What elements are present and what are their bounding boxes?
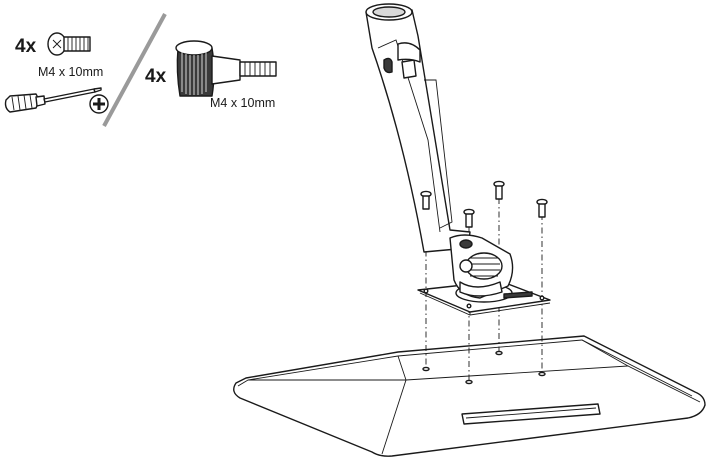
screw-callout: 4x M4 x 10mm <box>6 33 109 113</box>
knurled-thumbscrew-icon <box>176 41 276 96</box>
screw-2 <box>464 209 474 227</box>
screw-quantity-label: 4x <box>15 36 37 57</box>
phillips-cross-icon <box>90 95 108 113</box>
phillips-screwdriver-icon <box>6 88 102 112</box>
thumbscrew-spec-label: M4 x 10mm <box>210 96 275 110</box>
thumbscrew-callout: 4x M4 x 10mm <box>145 41 276 110</box>
screw-spec-label: M4 x 10mm <box>38 65 103 79</box>
screw-3 <box>494 181 504 199</box>
phillips-screw-icon <box>48 33 90 55</box>
tilt-hinge <box>450 235 513 298</box>
stand-base <box>234 336 705 456</box>
thumbscrew-quantity-label: 4x <box>145 66 167 87</box>
stand-arm <box>366 4 470 252</box>
screw-4 <box>537 199 547 217</box>
screw-1 <box>421 191 431 209</box>
